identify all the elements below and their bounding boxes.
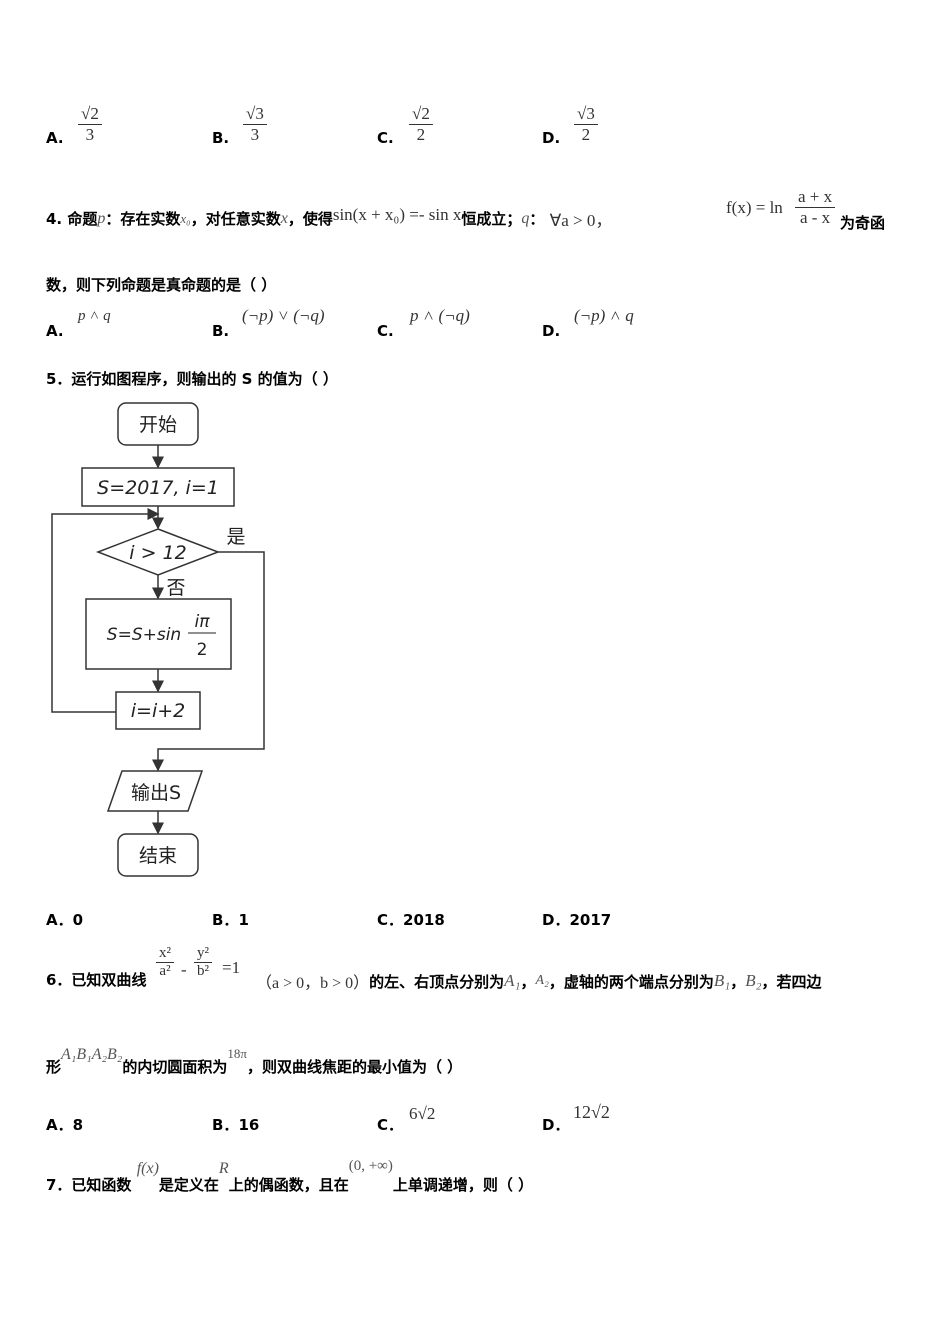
option-label: C． (377, 1116, 404, 1134)
yes-label: 是 (226, 526, 245, 548)
math: B₁ (713, 971, 731, 990)
math: q (521, 209, 530, 227)
option-value: 6√2 (409, 1104, 436, 1123)
math: R (218, 1160, 229, 1177)
option-value: p ˄ q (78, 308, 111, 324)
option-value: p ˄ (¬q) (410, 306, 470, 325)
text: 上单调递增，则（ ） (392, 1176, 534, 1194)
text: 7．已知函数 (46, 1176, 132, 1194)
math: p (97, 209, 106, 227)
text: 恒成立； (461, 210, 522, 228)
option-label: B． (212, 1116, 239, 1134)
option-label: A． (46, 911, 73, 929)
body-numerator: iπ (195, 612, 211, 632)
text: ，使得 (287, 210, 333, 228)
option-value: 2017 (569, 911, 612, 929)
equation: f(x) = ln (726, 198, 783, 217)
text: ：存在实数 (105, 210, 181, 228)
increment-label: i=i+2 (131, 700, 186, 722)
text: ，对任意实数 (190, 210, 281, 228)
option-label: C． (377, 911, 404, 929)
output-label: 输出S (131, 782, 181, 804)
math: f(x) (136, 1160, 159, 1177)
body-denominator: 2 (197, 640, 208, 660)
option-label: B. (212, 322, 230, 340)
output-node (106, 770, 204, 812)
condition-label: i > 12 (129, 542, 186, 564)
option-label: D． (542, 911, 570, 929)
option-value: (¬p) ˄ q (574, 306, 634, 325)
option-value: 0 (72, 911, 84, 929)
option-label: D. (542, 129, 561, 147)
math: 18π (227, 1046, 247, 1061)
init-label: S=2017, i=1 (97, 477, 219, 499)
text: ： (529, 210, 545, 228)
math: x₀ (180, 210, 191, 226)
question-5-text: 5．运行如图程序，则输出的 S 的值为（ ） (46, 370, 338, 388)
text: ，若四边 (761, 972, 822, 991)
text: 的内切圆面积为 (122, 1058, 228, 1076)
text: 数，则下列命题是真命题的是（ ） (46, 276, 277, 294)
math: （a > 0，b > 0） (256, 975, 370, 992)
flowchart: 开始 S=2017, i=1 i > 12 是 否 S=S+sin iπ 2 i… (51, 402, 265, 877)
option-value: 2018 (403, 911, 445, 929)
end-node (117, 833, 199, 877)
body-label: S=S+sin (107, 625, 181, 645)
option-label: D． (542, 1116, 570, 1134)
text: 命题 (67, 210, 98, 228)
text: ，虚轴的两个端点分别为 (548, 972, 714, 991)
start-label: 开始 (139, 414, 177, 436)
end-label: 结束 (139, 845, 177, 867)
math: =1 (222, 958, 241, 977)
option-value: 12√2 (573, 1102, 610, 1122)
math: A₁ (504, 971, 521, 990)
math: ∀a > 0， (549, 211, 613, 230)
text: 的左、右顶点分别为 (369, 972, 505, 991)
math: A₂ (535, 973, 549, 988)
text: 为奇函 (840, 214, 886, 232)
text: ， (730, 972, 746, 991)
no-label: 否 (166, 577, 185, 599)
increment-node (115, 691, 201, 730)
math: (0, +∞) (348, 1158, 393, 1174)
option-label: C. (377, 129, 394, 147)
option-label: A． (46, 1116, 73, 1134)
option-label: D. (542, 322, 561, 340)
option-value: (¬p) ˅ (¬q) (242, 306, 325, 325)
text: 形 (46, 1058, 62, 1076)
question-7: 7．已知函数 f(x) 是定义在 R 上的偶函数，且在 (0, +∞) 上单调递… (46, 1158, 534, 1195)
math: x (280, 209, 288, 227)
option-value: 1 (238, 911, 249, 929)
text: 上的偶函数，且在 (228, 1176, 349, 1194)
option-label: A. (46, 322, 64, 340)
math: A₁B₁A₂B₂ (61, 1046, 123, 1063)
text: 是定义在 (158, 1176, 219, 1194)
text: 6．已知双曲线 (46, 971, 147, 989)
option-value: 8 (72, 1116, 84, 1134)
option-label: C. (377, 322, 394, 340)
equation: sin(x + x₀) =- sin x (332, 204, 462, 224)
option-label: B． (212, 911, 239, 929)
question-number: 4. (46, 209, 63, 228)
math: B₂ (745, 971, 762, 990)
option-label: A. (46, 129, 64, 147)
option-label: B. (212, 129, 230, 147)
text: ，则双曲线焦距的最小值为（ ） (246, 1058, 463, 1076)
math: - (181, 960, 187, 979)
option-value: 16 (238, 1116, 260, 1134)
text: ， (520, 972, 536, 991)
